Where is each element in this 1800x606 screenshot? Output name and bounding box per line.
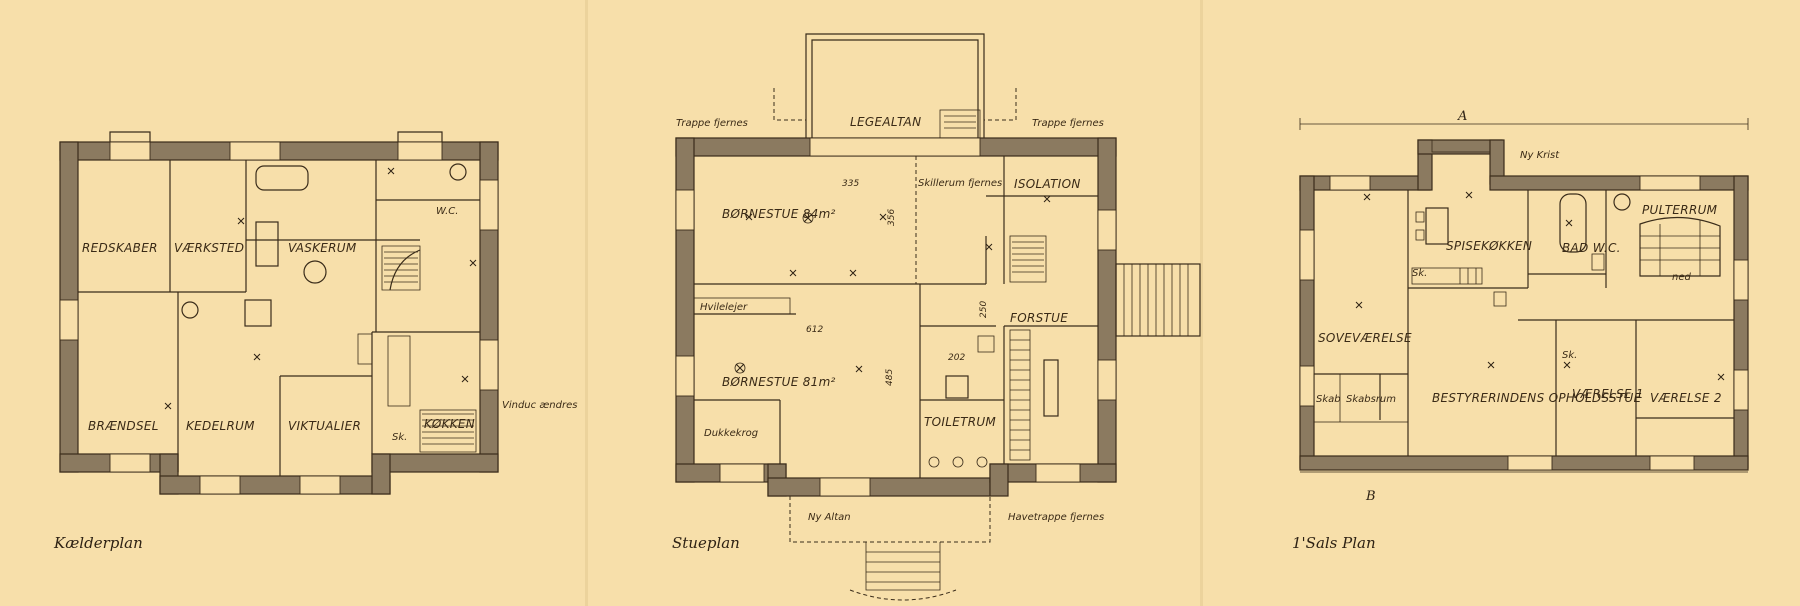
room-label-forstue: FORSTUE [1010,311,1068,325]
room-label-isolation: ISOLATION [1014,177,1081,191]
room-label-vaerelse-1: VÆRELSE 1 [1572,387,1644,401]
basement-walls [59,131,499,495]
room-label-sk-1: Sk. [1412,268,1427,279]
plan-title-ground-floor: Stueplan [672,534,740,552]
room-label-dukkekrog: Dukkekrog [704,428,758,439]
basement-fixtures [164,163,477,453]
note-window-change: Vinduc ændres [502,400,577,411]
basement-interior-walls [78,160,480,476]
ground-floor-plan: LEGEALTAN BØRNESTUE 84m² BØRNESTUE 81m² … [672,33,1201,601]
note-partition-removed: Skillerum fjernes [918,178,1002,189]
first-floor-plan: A B [1292,109,1749,552]
dimension-202: 202 [948,353,965,363]
room-label-sovevaerelse: SOVEVÆRELSE [1318,331,1412,345]
plan-title-first-floor: 1'Sals Plan [1292,534,1376,552]
section-mark-a: A [1457,109,1467,124]
room-label-pulterrum: PULTERRUM [1642,203,1718,217]
room-label-sk-2: Sk. [1562,350,1577,361]
room-label-vaerksted: VÆRKSTED [174,241,244,255]
ground-fixtures [693,195,1059,601]
plan-title-basement: Kælderplan [53,534,143,552]
room-label-bad-wc: BAD W.C. [1562,241,1621,255]
room-label-braendsel: BRÆNDSEL [88,419,159,433]
dimension-250: 250 [979,301,989,318]
room-label-koekken: KØKKEN [424,417,475,431]
note-stair-removed-left: Trappe fjernes [676,118,748,129]
section-mark-b: B [1365,489,1376,504]
note-garden-stair-removed: Havetrappe fjernes [1008,512,1104,523]
room-label-kedelrum: KEDELRUM [186,419,255,433]
dimension-356: 356 [887,209,897,226]
room-label-boernestue-81: BØRNESTUE 81m² [722,375,836,389]
ground-interior-walls [694,156,1098,478]
note-stair-removed-right: Trappe fjernes [1032,118,1104,129]
room-label-hvilelejer: Hvilelejer [700,302,748,313]
room-label-redskaber: REDSKABER [82,241,158,255]
note-stair-down: ned [1672,272,1691,283]
balcony-frame [773,33,1017,139]
dimension-612: 612 [806,325,823,335]
room-label-spisekoekken: SPISEKØKKEN [1446,239,1532,253]
room-label-vaskerum: VASKERUM [288,241,357,255]
first-floor-fixtures [1313,191,1725,423]
dimension-485: 485 [885,369,895,386]
note-new-chimney: Ny Krist [1520,150,1560,161]
first-floor-walls [1299,139,1749,471]
room-label-wc: W.C. [436,206,458,217]
room-label-toiletrum: TOILETRUM [924,415,996,429]
ground-walls [675,137,1117,497]
ground-external-stair [1115,263,1201,337]
room-label-vaerelse-2: VÆRELSE 2 [1650,391,1722,405]
room-label-skab: Skab [1316,394,1341,405]
basement-plan: REDSKABER VÆRKSTED VASKERUM W.C. BRÆNDSE… [53,131,577,552]
room-label-sk: Sk. [392,432,407,443]
dimension-335: 335 [842,179,859,189]
section-line-a [1299,118,1749,473]
room-label-bestyrerindens-opholdsstue: BESTYRERINDENS OPHOLDSSTUE [1432,391,1642,405]
room-label-legealtan: LEGEALTAN [850,115,921,129]
note-new-balcony: Ny Altan [808,512,851,523]
room-label-viktualier: VIKTUALIER [288,419,361,433]
room-label-boernestue-84: BØRNESTUE 84m² [722,207,836,221]
room-label-skabsrum: Skabsrum [1346,394,1396,405]
